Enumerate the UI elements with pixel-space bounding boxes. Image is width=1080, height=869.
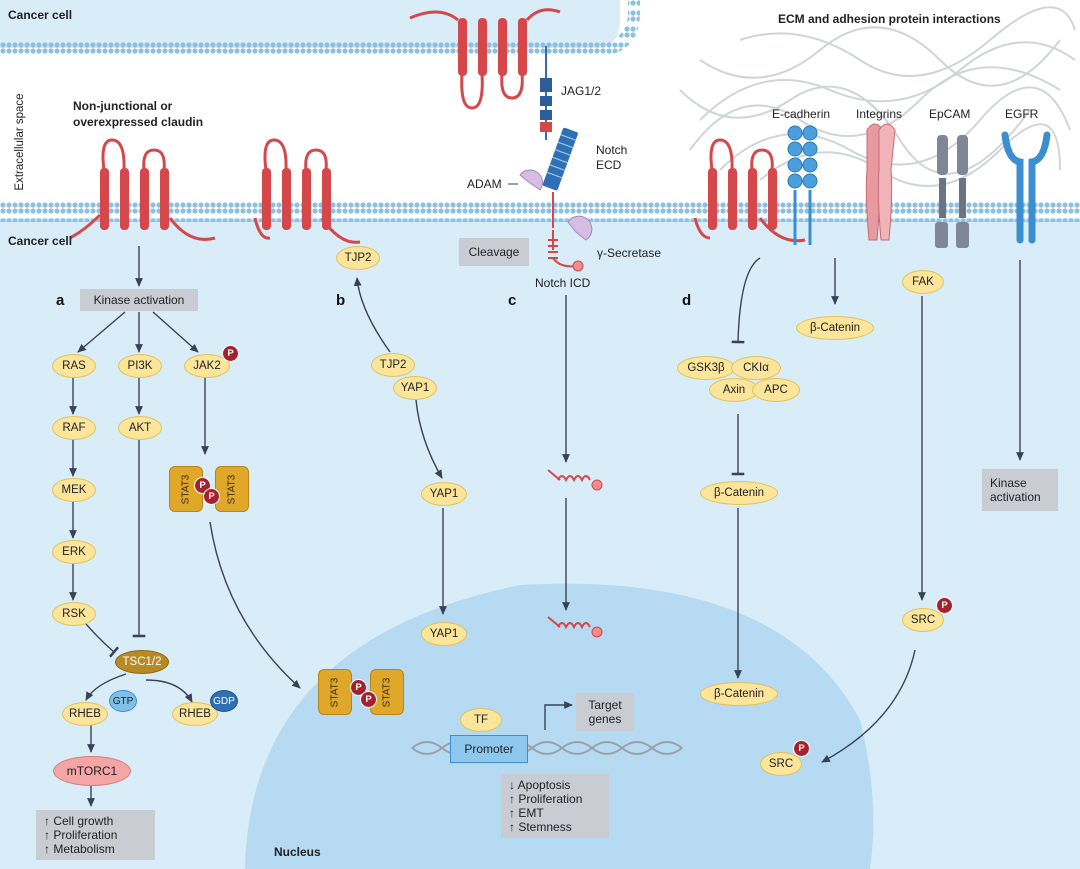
notch-ecd [542,127,578,191]
panel-letter-b: b [336,292,346,309]
integrin-receptor [865,123,896,241]
top-claudin-loops [409,8,561,110]
mek-node: MEK [52,478,96,502]
raf-node: RAF [52,416,96,440]
akt-node: AKT [118,416,162,440]
notch-icd-free-1 [547,469,591,483]
claudin-loops [101,138,774,171]
jag-domain [540,78,552,92]
top-claudin [458,18,527,76]
ck1a-node: CKIα [731,356,781,380]
yap1-cytoplasm-node: YAP1 [421,482,467,506]
integrins-label: Integrins [856,107,903,121]
pi3k-node: PI3K [118,354,162,378]
stat3-right: STAT3 [215,466,249,512]
outcome-emt: ↑ EMT [509,806,544,820]
src-nucleus-node: SRC [760,752,802,776]
nucleus-label: Nucleus [274,845,321,859]
tjp2-membrane-node: TJP2 [336,246,380,270]
extracellular-space-label: Extracellular space [14,93,26,191]
tjp2-complex-node: TJP2 [371,353,415,377]
src-phospho-2: P [793,740,810,757]
claudin-title-line2: overexpressed claudin [73,115,204,129]
outcome-cell-growth: ↑ Cell growth [44,814,114,828]
tf-node: TF [460,708,502,732]
outcome-apoptosis: ↓ Apoptosis [509,778,571,792]
stat3-nuclear-right: STAT3 [370,669,404,715]
kinase-activation-box: Kinase activation [80,289,198,311]
erk-node: ERK [52,540,96,564]
cleavage-box: Cleavage [459,238,529,266]
genes-word: genes [588,712,622,726]
egfr-receptor [1001,131,1051,244]
b-catenin-nucleus-node: β-Catenin [700,682,778,706]
rheb-gtp-node: RHEB [62,702,108,726]
gdp-node: GDP [210,690,238,712]
notch-ecd-label-2: ECD [596,158,622,172]
notch-ecd-label-1: Notch [596,143,628,157]
gsk3b-node: GSK3β [677,356,735,380]
activation-word: activation [990,490,1041,504]
epcam-label: EpCAM [929,107,971,121]
src-cytoplasm-node: SRC [902,608,944,632]
outcome-metabolism: ↑ Metabolism [44,842,115,856]
top-cell-label: Cancer cell [8,8,73,22]
notch-icd-spring [548,230,577,268]
ras-node: RAS [52,354,96,378]
panel-a-outcomes: ↑ Cell growth ↑ Proliferation ↑ Metaboli… [36,810,155,860]
e-cadherin-receptor [787,125,818,245]
promoter-box: Promoter [450,735,528,763]
outcome-proliferation: ↑ Proliferation [44,828,118,842]
stat3-nuclear-phospho-2: P [360,691,377,708]
jak2-phospho: P [222,345,239,362]
outcome-stemness: ↑ Stemness [509,820,572,834]
panel-letter-c: c [508,292,517,309]
target-word: Target [588,698,622,712]
claudin-helices [100,168,777,230]
kinase-word: Kinase [990,476,1027,490]
apc-node: APC [752,378,800,402]
fak-node: FAK [902,270,944,294]
egfr-label: EGFR [1005,107,1039,121]
target-genes-box: Target genes [576,693,634,731]
notch-icd-free-2 [547,616,591,630]
nucleus-outcomes: ↓ Apoptosis ↑ Proliferation ↑ EMT ↑ Stem… [501,774,609,838]
tsc-node: TSC1/2 [115,650,169,674]
claudin-title-line1: Non-junctional or [73,99,173,113]
b-catenin-membrane-node: β-Catenin [796,316,874,340]
egfr-kinase-activation-box: Kinase activation [982,469,1058,511]
epcam-receptor [935,135,969,248]
yap1-nucleus-node: YAP1 [421,622,467,646]
panel-letter-a: a [56,292,65,309]
mtorc1-node: mTORC1 [53,756,131,786]
e-cadherin-label: E-cadherin [772,107,831,121]
gamma-secretase-label: γ-Secretase [597,246,662,260]
stat3-left: STAT3 [169,466,203,512]
adam-enzyme [519,169,543,191]
yap1-complex-node: YAP1 [393,376,437,400]
bottom-cell-label: Cancer cell [8,234,73,248]
b-catenin-cytoplasm-node: β-Catenin [700,481,778,505]
stat3-phospho-2: P [203,488,220,505]
panel-letter-d: d [682,292,692,309]
nucleus-envelope [245,583,874,869]
rsk-node: RSK [52,602,96,626]
rheb-gdp-node: RHEB [172,702,218,726]
stat3-nuclear-left: STAT3 [318,669,352,715]
notch-icd-label: Notch ICD [535,276,591,290]
outcome-proliferation-nuclear: ↑ Proliferation [509,792,583,806]
axin-node: Axin [709,378,759,402]
ecm-title: ECM and adhesion protein interactions [778,12,1001,26]
arrows [69,246,1024,807]
src-phospho-1: P [936,597,953,614]
gtp-node: GTP [109,690,137,712]
adam-label: ADAM [467,177,502,191]
jag-label: JAG1/2 [561,84,602,98]
gamma-secretase-enzyme [567,215,593,241]
